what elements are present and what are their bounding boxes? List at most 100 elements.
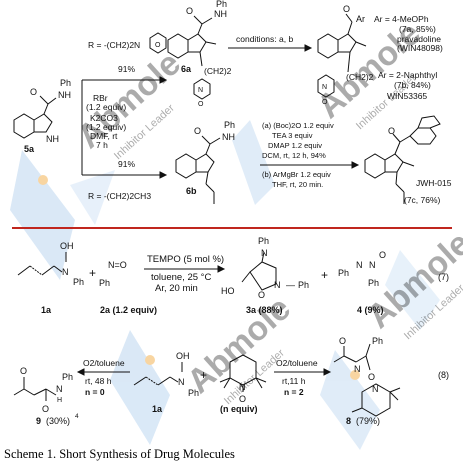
4-ph2: Ph [368,278,379,288]
arrow-bottom-left [76,368,130,376]
7-name-a: pravadoline [397,34,441,44]
1a-mid-ph: Ph [73,277,84,287]
2a-no: N=O [108,260,127,270]
7-yield-a: (7a, 85%) [399,24,436,34]
separator-line [12,227,452,229]
7-o: O [343,4,350,14]
step-a-3: DCM, rt, 12 h, 94% [262,151,326,160]
3a-ho: HO [221,286,235,296]
9-h: H [57,397,62,404]
cond-left-b-1: rt, 48 h [85,376,112,386]
cond-left-b-2: n = 0 [85,387,105,397]
5a-ring-nh: NH [46,134,59,144]
9-n: N [56,384,63,394]
eq-8-number: (8) [438,370,449,380]
arrow-bottom-right [274,368,332,376]
6a-ph: Ph [216,0,227,9]
2a-label: 2a (1.2 equiv) [100,305,157,315]
cond-left-1: (1.2 equiv) [86,102,126,112]
8-n2: N [372,384,379,394]
1a-mid-n: N [62,267,69,277]
cond-left-4: DMF, rt [90,131,118,141]
watermark-graphic [10,120,440,450]
8-o2: O [368,372,375,382]
r-lower: R = -(CH2)2CH3 [88,191,151,201]
6a-chain: (CH2)2 [204,66,232,76]
7-ar-a: Ar = 4-MeOPh [374,14,429,24]
5a-o: O [30,87,37,97]
mid-cond-2: Ar, 20 min [155,283,198,294]
arrow-mid [144,265,226,273]
9-superscript: 4 [75,413,79,420]
8-o: O [339,336,346,346]
mid-cond-0: TEMPO (5 mol %) [147,254,224,265]
7c-yield: (7c, 76%) [404,195,441,205]
branch-arrows [81,76,168,179]
1a-bottom-ph: Ph [188,388,199,398]
7c-o: O [388,126,395,136]
step-b-1: THF, rt, 20 min. [272,180,323,189]
7-yield-b: (7b, 84%) [394,80,431,90]
step-b-0: (b) ArMgBr 1.2 equiv [262,170,331,179]
1a-bottom-oh: OH [176,351,190,361]
arrow-conditions-ab [228,44,313,52]
9-ph: Ph [62,372,73,382]
6a-label: 6a [181,64,192,74]
7-morph-o: O [322,99,328,106]
3a-n-top: N [261,248,268,258]
8-n: N [354,364,361,374]
6a-o: O [186,6,193,16]
mid-plus-2: + [321,268,328,282]
tempo-structure [219,354,267,392]
yield-upper: 91% [118,64,135,74]
reactant-1a-bottom [133,362,183,386]
6b-label: 6b [186,186,197,196]
r-upper-morpholine-o: O [155,42,161,49]
7-ar-b: Ar = 2-Naphthyl [378,70,437,80]
compound-6b [175,135,221,204]
r-upper: R = -(CH2)2N [88,40,140,50]
7-morph-n: N [322,84,327,91]
3a-label: 3a (88%) [246,305,283,315]
7-ar: Ar [356,14,365,24]
product-9 [13,377,57,401]
7-code-a: (WIN48098) [397,43,443,53]
conditions-ab: conditions: a, b [236,34,293,44]
3a-ph: Ph [298,280,309,290]
9-label: 9 [36,416,41,426]
6a-morph-o: O [198,101,204,108]
9-yield: (30%) [46,416,70,426]
tempo-o: O [239,394,246,404]
8-ph: Ph [372,336,383,346]
1a-bottom-label: 1a [152,404,163,414]
step-a-0: (a) (Boc)2O 1.2 equiv [262,121,334,130]
product-3a [241,251,277,291]
7c-name: JWH-015 [416,178,452,188]
5a-ph: Ph [60,78,71,88]
cond-left-2: K2CO3 [90,113,118,123]
scheme-caption: Scheme 1. Short Synthesis of Drug Molecu… [4,447,235,461]
7-code-b: WIN53365 [387,91,427,101]
cond-left-3: (1.2 equiv) [86,122,126,132]
tempo-label: (n equiv) [220,404,258,414]
6a-morph-n: N [198,87,203,94]
yield-lower: 91% [118,159,135,169]
reactant-1a-mid [17,252,67,276]
4-n2: N [369,260,376,270]
5a-amide-nh: NH [58,90,71,100]
9-o1: O [20,366,27,376]
compound-6a [167,15,217,100]
4-ph1: Ph [338,268,349,278]
1a-mid-label: 1a [41,305,52,315]
compound-7c [364,115,441,204]
1a-bottom-n: N [178,377,185,387]
8-label: 8 [346,416,351,426]
8-yield: (79%) [356,416,380,426]
bottom-plus: + [200,368,207,382]
3a-dash: — [286,280,295,290]
4-label: 4 (9%) [357,305,384,315]
step-a-1: TEA 3 equiv [272,131,313,140]
arrow-steps-ab [260,161,360,169]
